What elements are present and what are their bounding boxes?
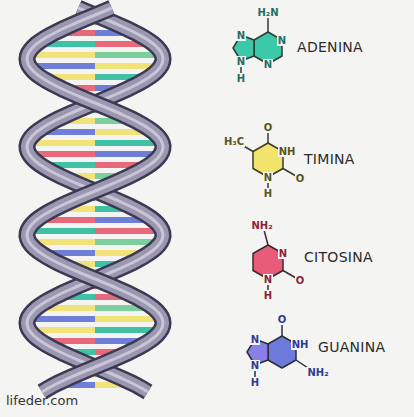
backbone-strand — [27, 8, 163, 392]
atom-label: NH — [291, 339, 310, 350]
atom-label: O — [295, 173, 306, 184]
atom-label: O — [277, 314, 288, 325]
base-pair-rung — [33, 316, 95, 322]
base-pair-rung — [95, 228, 157, 234]
atom-label: N — [278, 248, 288, 259]
bond — [267, 16, 269, 32]
base-pair-rung — [95, 327, 156, 333]
base-pair-rung — [33, 228, 95, 234]
atom-label: N — [236, 56, 246, 67]
atom-label: N — [263, 172, 273, 183]
atom-label: N — [277, 35, 287, 46]
bond — [281, 323, 283, 336]
atom-label: H — [263, 290, 273, 301]
base-pair-rung — [33, 52, 95, 58]
base-name: GUANINA — [318, 340, 385, 355]
atom-label: O — [295, 275, 306, 286]
double-helix — [27, 8, 163, 392]
backbone-strand — [27, 8, 163, 392]
atom-label: N — [250, 360, 260, 371]
atom-label: NH₂ — [306, 367, 329, 378]
base-pair-rung — [95, 151, 156, 157]
cytosine-structure — [253, 230, 296, 292]
atom-label: N — [236, 30, 246, 41]
atom-label: H₃C — [223, 136, 245, 147]
atom-label: N — [263, 274, 273, 285]
atom-label: N — [263, 59, 273, 70]
base-pair-rung — [95, 52, 157, 58]
backbone-strand — [27, 8, 163, 392]
atom-label: O — [263, 122, 274, 133]
watermark: lifeder.com — [6, 394, 78, 408]
base-pair-rung — [34, 327, 95, 333]
base-pair-rung — [34, 239, 95, 245]
adenine-structure — [233, 16, 282, 75]
base-pair-rung — [95, 239, 156, 245]
backbone-strand — [27, 8, 163, 392]
atom-label: NH₂ — [250, 220, 273, 231]
base-pair-rung — [95, 63, 156, 69]
thymine-structure — [242, 130, 296, 190]
base-pair-rung — [34, 151, 95, 157]
base-name: ADENINA — [297, 40, 363, 55]
atom-label: N — [250, 334, 260, 345]
base-pair-rung — [33, 140, 95, 146]
guanine-structure — [247, 323, 308, 379]
backbone-strand — [27, 8, 163, 392]
base-pair-rung — [95, 316, 157, 322]
base-name: TIMINA — [304, 152, 355, 167]
base-name: CITOSINA — [304, 250, 373, 265]
base-pair-rung — [34, 63, 95, 69]
base-pair-rung — [95, 140, 157, 146]
atom-label: H — [250, 377, 260, 388]
atom-label: H₂N — [256, 7, 279, 18]
atom-label: H — [236, 73, 246, 84]
atom-label: H — [263, 188, 273, 199]
atom-label: NH — [278, 146, 297, 157]
bond — [264, 230, 268, 245]
backbone-strand — [27, 8, 163, 392]
